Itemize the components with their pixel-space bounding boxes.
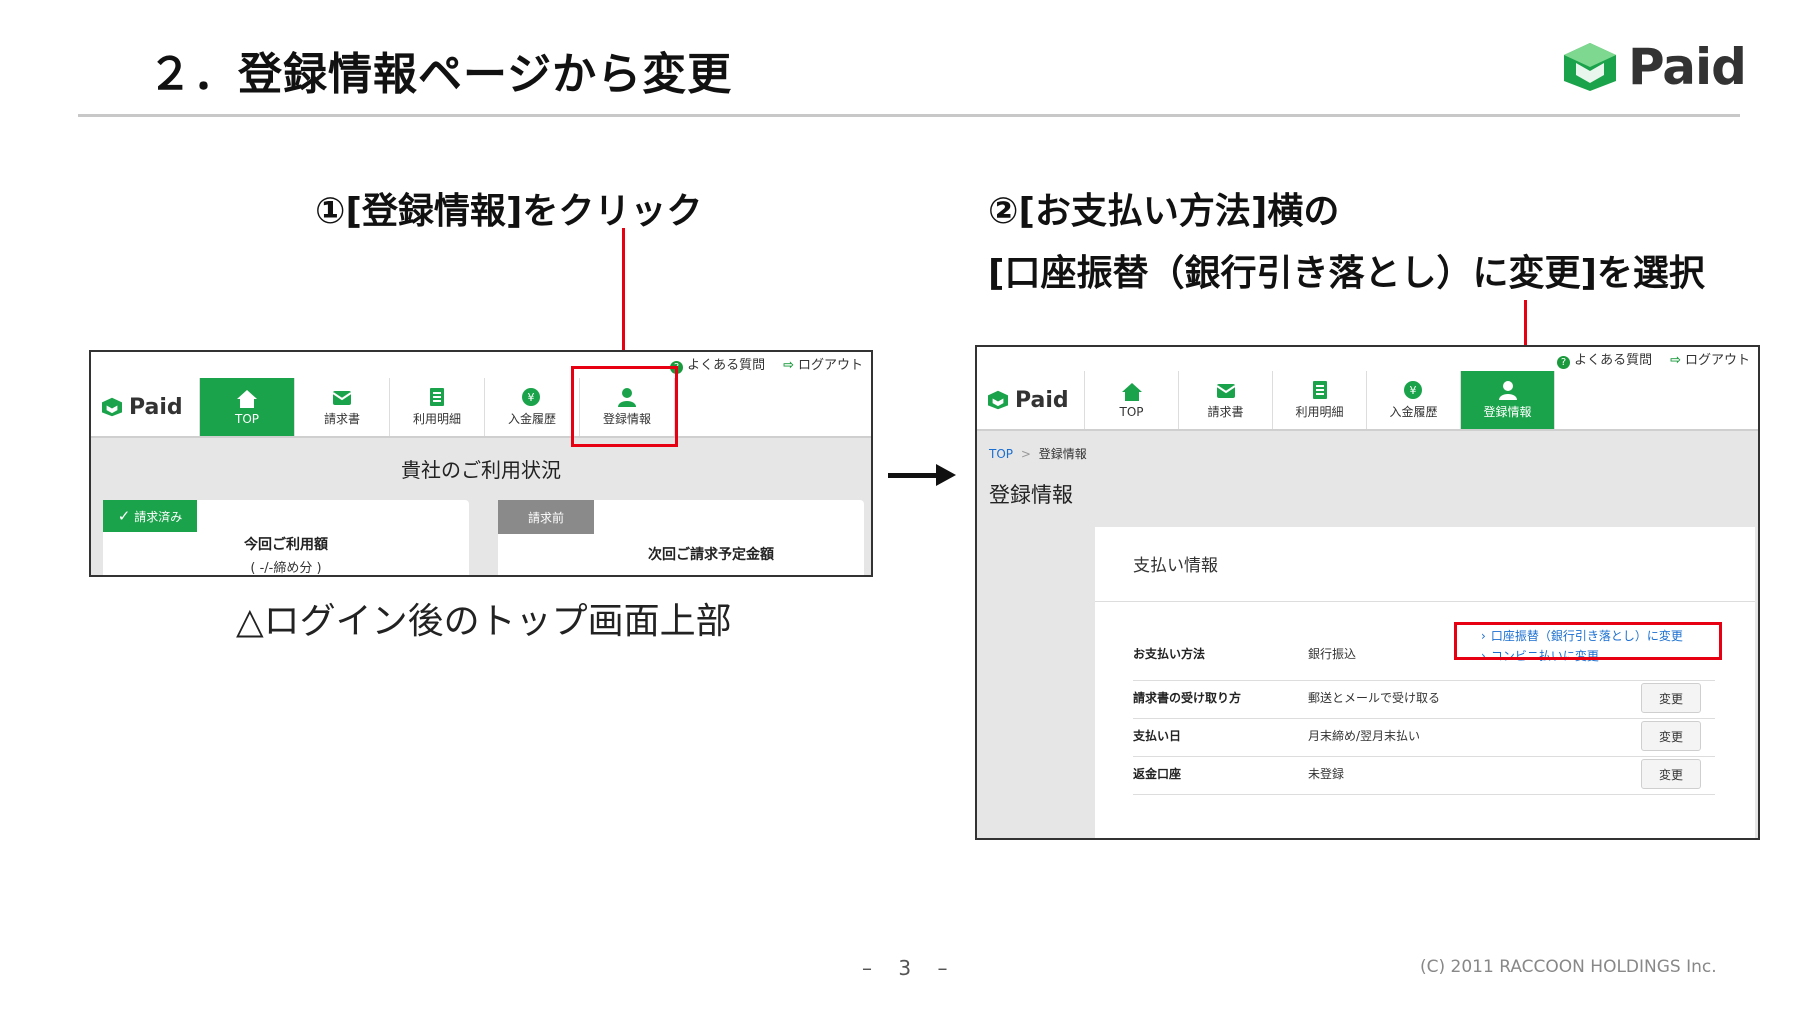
breadcrumb-separator: >	[1020, 447, 1031, 461]
step1-instruction: ①[登録情報]をクリック	[315, 191, 703, 232]
usage-section-title: 貴社のご利用状況	[401, 458, 561, 482]
payment-info-panel: 支払い情報 お支払い方法 銀行振込 › 口座振替（銀行引き落とし）に変更 › コ…	[1095, 527, 1755, 838]
row-label: 支払い日	[1133, 729, 1182, 743]
slide-logo: Paid	[1562, 38, 1747, 96]
row-value: 未登録	[1308, 767, 1345, 781]
question-icon: ?	[1557, 356, 1571, 369]
change-to-account-transfer-link[interactable]: › 口座振替（銀行引き落とし）に変更	[1481, 629, 1683, 643]
row-value: 郵送とメールで受け取る	[1308, 691, 1441, 705]
nav-tab-registration[interactable]: 登録情報	[579, 378, 674, 436]
svg-text:¥: ¥	[1409, 384, 1416, 397]
nav-tab-statement[interactable]: 利用明細	[1272, 371, 1366, 429]
step2-highlight-box	[1454, 622, 1722, 660]
home-icon	[237, 389, 257, 408]
current-usage-period: ( -/-締め分 )	[250, 561, 322, 576]
svg-text:¥: ¥	[528, 391, 535, 404]
nav-tab-payment-history[interactable]: ¥ 入金履歴	[1366, 371, 1460, 429]
logout-link[interactable]: ⇨ログアウト	[1670, 353, 1750, 368]
chevron-right-icon: ›	[1481, 649, 1486, 663]
change-payment-date-button[interactable]: 変更	[1641, 721, 1701, 751]
utility-bar: ?よくある質問 ⇨ログアウト	[1557, 349, 1750, 369]
nav-tab-invoice[interactable]: 請求書	[294, 378, 389, 436]
statement-icon	[1312, 381, 1327, 399]
page-title: 登録情報	[989, 483, 1073, 507]
payment-method-value: 銀行振込	[1308, 647, 1357, 661]
slide-title: ２．登録情報ページから変更	[148, 49, 733, 100]
breadcrumb: TOP > 登録情報	[989, 445, 1087, 462]
step2-instruction-line1: ②[お支払い方法]横の	[988, 191, 1340, 232]
yen-coin-icon: ¥	[522, 388, 540, 406]
main-nav: Paid TOP 請求書 利用明細 ¥ 入金履歴 登録情報	[91, 378, 871, 438]
nav-tab-registration[interactable]: 登録情報	[1460, 371, 1554, 429]
nav-tab-top[interactable]: TOP	[199, 378, 294, 436]
next-billing-card: 請求前 次回ご請求予定金額	[498, 500, 864, 575]
next-arrow-shaft	[888, 473, 938, 478]
main-nav: Paid TOP 請求書 利用明細 ¥ 入金履歴 登録情報	[977, 371, 1758, 431]
check-icon: ✓	[117, 507, 131, 525]
breadcrumb-top-link[interactable]: TOP	[989, 447, 1014, 461]
screenshot-caption: △ログイン後のトップ画面上部	[236, 601, 732, 642]
top-screen-screenshot: ?よくある質問 ⇨ログアウト Paid TOP 請求書 利用明細 ¥ 入金履歴 …	[89, 350, 873, 577]
row-label: 返金口座	[1133, 767, 1182, 781]
paid-logo-icon	[102, 397, 122, 417]
logout-icon: ⇨	[1670, 353, 1681, 368]
step2-instruction-line2: [口座振替（銀行引き落とし）に変更]を選択	[988, 253, 1705, 294]
invoice-icon	[1215, 384, 1236, 398]
change-refund-account-button[interactable]: 変更	[1641, 759, 1701, 789]
faq-link[interactable]: ?よくある質問	[1557, 349, 1652, 369]
logout-link[interactable]: ⇨ログアウト	[783, 358, 863, 373]
refund-account-row: 返金口座 未登録 変更	[1133, 757, 1715, 795]
nav-tab-payment-history[interactable]: ¥ 入金履歴	[484, 378, 579, 436]
utility-bar: ?よくある質問 ⇨ログアウト	[670, 354, 863, 374]
chevron-right-icon: ›	[1481, 629, 1486, 643]
unbilled-badge: 請求前	[498, 500, 594, 534]
paid-logo-icon	[988, 390, 1008, 410]
breadcrumb-current: 登録情報	[1038, 447, 1087, 461]
nav-tab-statement[interactable]: 利用明細	[389, 378, 484, 436]
logout-icon: ⇨	[783, 358, 794, 373]
step1-highlight-box	[571, 366, 678, 447]
registration-screen-screenshot: ?よくある質問 ⇨ログアウト Paid TOP 請求書 利用明細 ¥ 入金履歴 …	[975, 345, 1760, 840]
title-divider	[78, 114, 1740, 117]
paid-logo-icon	[1564, 43, 1616, 91]
payment-method-label: お支払い方法	[1133, 647, 1206, 661]
nav-tab-invoice[interactable]: 請求書	[1178, 371, 1272, 429]
payment-date-row: 支払い日 月末締め/翌月末払い 変更	[1133, 719, 1715, 757]
next-billing-title: 次回ご請求予定金額	[648, 547, 774, 563]
row-label: 請求書の受け取り方	[1133, 691, 1242, 705]
current-usage-card: ✓請求済み 今回ご利用額 ( -/-締め分 )	[103, 500, 469, 576]
slide-logo-text: Paid	[1628, 38, 1747, 96]
invoice-icon	[332, 391, 352, 405]
invoice-receipt-row: 請求書の受け取り方 郵送とメールで受け取る 変更	[1133, 681, 1715, 719]
statement-icon	[430, 388, 444, 406]
change-invoice-receipt-button[interactable]: 変更	[1641, 683, 1701, 713]
app-logo[interactable]: Paid	[91, 378, 199, 436]
step1-pointer-line	[622, 228, 625, 368]
row-value: 月末締め/翌月末払い	[1308, 729, 1421, 743]
next-arrow-icon	[936, 464, 956, 486]
nav-tab-top[interactable]: TOP	[1084, 371, 1178, 429]
home-icon	[1121, 382, 1142, 401]
user-icon	[618, 388, 636, 407]
user-icon	[1498, 381, 1517, 400]
billed-badge: ✓請求済み	[103, 500, 197, 532]
yen-coin-icon: ¥	[1403, 381, 1422, 399]
copyright-notice: (C) 2011 RACCOON HOLDINGS Inc.	[1420, 957, 1717, 977]
page-number: – 3 –	[862, 956, 958, 980]
panel-title: 支払い情報	[1133, 556, 1218, 576]
current-usage-title: 今回ご利用額	[244, 537, 328, 553]
app-logo[interactable]: Paid	[977, 371, 1084, 429]
faq-link[interactable]: ?よくある質問	[670, 354, 765, 374]
